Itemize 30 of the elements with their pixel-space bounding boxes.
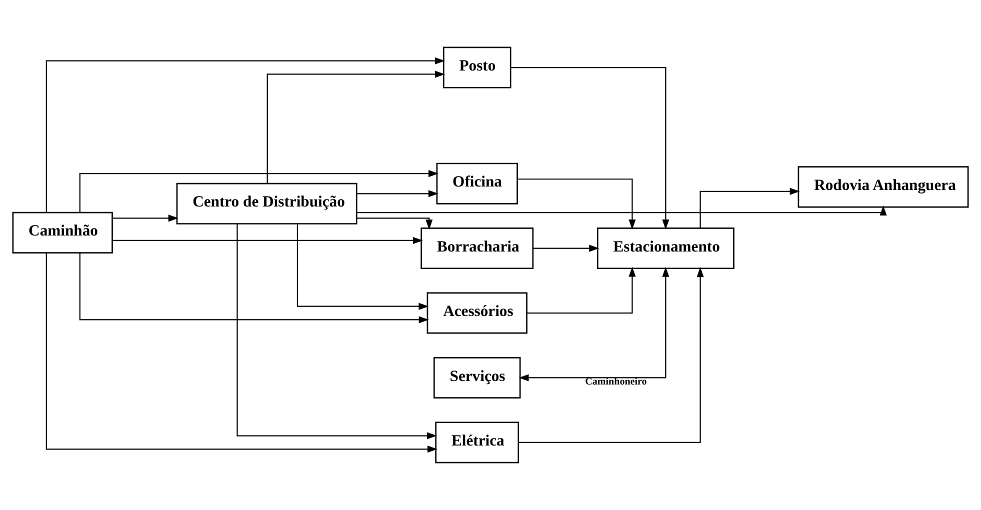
node-box: Posto (442, 46, 512, 88)
arrow (46, 253, 438, 453)
node-box: Borracharia (420, 228, 534, 270)
node-box: Oficina (436, 162, 518, 204)
arrow (112, 214, 178, 222)
node-box: Estacionamento (596, 228, 734, 270)
arrow (266, 70, 446, 184)
arrow (296, 224, 429, 310)
arrow (510, 66, 670, 230)
edge-label: Caminhoneiro (585, 376, 647, 388)
arrow (112, 236, 423, 244)
arrow (517, 178, 636, 230)
node-box: Rodovia Anhanguera (798, 166, 969, 208)
arrow (356, 190, 438, 198)
node-box: Acessórios (426, 292, 528, 334)
node-box: Caminhão (12, 212, 113, 254)
arrow (700, 188, 800, 228)
arrow (79, 252, 429, 324)
arrow (356, 218, 433, 230)
arrow (518, 266, 670, 382)
node-box: Elétrica (435, 422, 520, 464)
arrow (518, 267, 704, 444)
arrow (79, 170, 439, 212)
node-box: Serviços (433, 356, 521, 398)
arrow (236, 224, 438, 440)
arrow (533, 244, 600, 252)
arrow (46, 57, 445, 212)
node-box: Centro de Distribuição (176, 182, 358, 224)
arrow (356, 205, 887, 216)
arrow (527, 266, 636, 314)
